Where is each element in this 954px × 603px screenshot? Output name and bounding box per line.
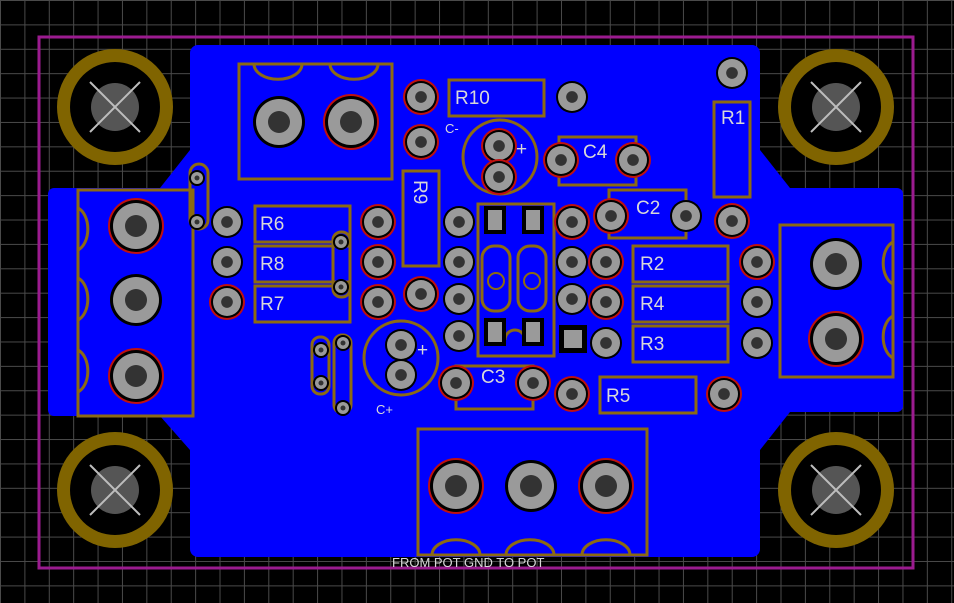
label-c-minus: C-	[445, 121, 459, 136]
board-outline	[37, 35, 915, 570]
connector-pads	[108, 94, 864, 514]
label-bottom-text: FROM POT GND TO POT	[392, 555, 544, 570]
mount-hole-bottom-right	[778, 432, 894, 548]
mount-hole-bottom-left	[57, 432, 173, 548]
label-r4: R4	[640, 294, 665, 315]
label-r7: R7	[260, 294, 284, 315]
label-plus-bottom: +	[417, 340, 428, 361]
mount-hole-top-right	[778, 49, 894, 165]
label-r9: R9	[409, 180, 430, 204]
label-r1: R1	[721, 108, 745, 129]
label-c2: C2	[636, 198, 660, 219]
label-r6: R6	[260, 214, 284, 235]
label-r5: R5	[606, 386, 630, 407]
mount-hole-top-left	[57, 49, 173, 165]
component-pads	[189, 57, 775, 416]
ic-pads	[480, 206, 587, 353]
label-r2: R2	[640, 254, 664, 275]
label-r10: R10	[455, 88, 490, 109]
label-c-plus: C+	[376, 402, 393, 417]
label-r3: R3	[640, 334, 664, 355]
label-plus-top: +	[516, 139, 527, 160]
label-c4: C4	[583, 142, 608, 163]
label-c3: C3	[481, 367, 505, 388]
label-r8: R8	[260, 254, 284, 275]
